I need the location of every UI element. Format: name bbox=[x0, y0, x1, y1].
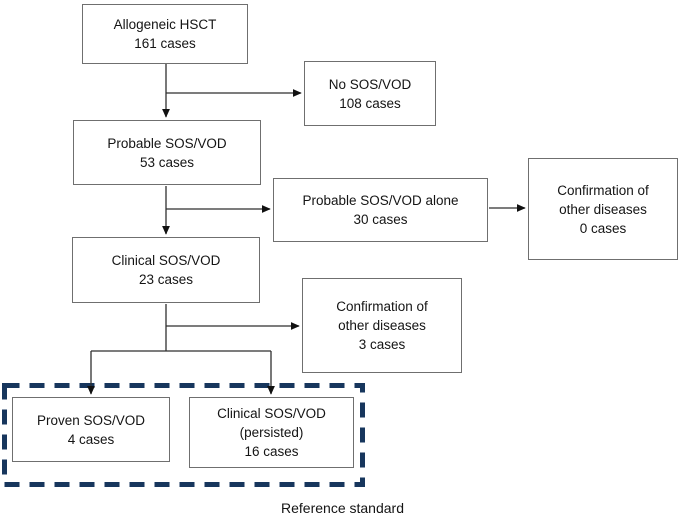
node-proven-sos-vod: Proven SOS/VOD 4 cases bbox=[12, 397, 170, 462]
node-count: 16 cases bbox=[244, 444, 299, 459]
node-count: 23 cases bbox=[138, 272, 194, 287]
node-clinical-sos-vod: Clinical SOS/VOD 23 cases bbox=[72, 237, 260, 303]
node-count: 108 cases bbox=[339, 95, 401, 111]
node-count: 3 cases bbox=[358, 337, 406, 352]
node-count: 4 cases bbox=[67, 431, 115, 447]
node-count: 161 cases bbox=[134, 36, 196, 51]
node-count: 53 cases bbox=[139, 154, 195, 170]
node-label: other diseases bbox=[559, 201, 647, 217]
node-label: Proven SOS/VOD bbox=[36, 412, 146, 428]
node-label: Clinical SOS/VOD bbox=[111, 253, 221, 268]
node-label: other diseases bbox=[338, 318, 426, 333]
reference-standard-outline bbox=[2, 383, 365, 487]
node-clinical-sos-vod-persisted: Clinical SOS/VOD (persisted) 16 cases bbox=[189, 397, 354, 468]
node-label: Probable SOS/VOD bbox=[107, 135, 227, 151]
node-no-sos-vod: No SOS/VOD 108 cases bbox=[304, 61, 436, 126]
reference-standard-caption: Reference standard bbox=[281, 500, 404, 516]
node-label: Confirmation of bbox=[336, 299, 428, 314]
node-probable-sos-vod: Probable SOS/VOD 53 cases bbox=[73, 120, 261, 185]
node-confirmation-other-diseases-0: Confirmation of other diseases 0 cases bbox=[528, 158, 678, 260]
node-allogeneic-hsct: Allogeneic HSCT 161 cases bbox=[82, 4, 248, 64]
node-probable-sos-vod-alone: Probable SOS/VOD alone 30 cases bbox=[273, 178, 488, 242]
node-label: Allogeneic HSCT bbox=[113, 17, 217, 32]
node-count: 30 cases bbox=[353, 212, 408, 227]
node-label: Clinical SOS/VOD bbox=[217, 406, 326, 421]
node-count: 0 cases bbox=[579, 220, 627, 236]
node-confirmation-other-diseases-3: Confirmation of other diseases 3 cases bbox=[302, 278, 462, 373]
node-label: Confirmation of bbox=[557, 182, 649, 198]
node-label: Probable SOS/VOD alone bbox=[302, 193, 459, 208]
node-label: (persisted) bbox=[239, 425, 304, 440]
node-label: No SOS/VOD bbox=[328, 76, 412, 92]
